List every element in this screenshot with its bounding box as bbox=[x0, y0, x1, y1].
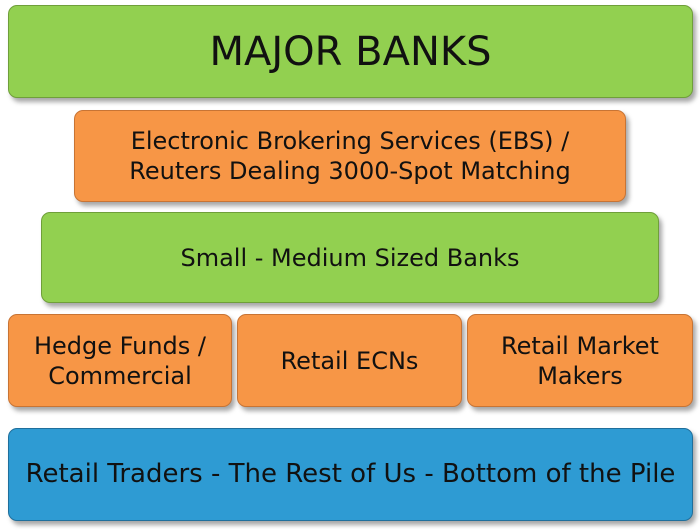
ebs-reuters-label-line2: Reuters Dealing 3000-Spot Matching bbox=[129, 157, 571, 185]
hedge-funds-label-line1: Hedge Funds / bbox=[33, 331, 207, 360]
hedge-funds-box: Hedge Funds / Commercial bbox=[8, 314, 232, 407]
retail-market-makers-label-line1: Retail Market bbox=[501, 331, 659, 360]
ebs-reuters-label-line1: Electronic Brokering Services (EBS) / bbox=[130, 127, 570, 155]
retail-traders-box: Retail Traders - The Rest of Us - Bottom… bbox=[8, 428, 693, 521]
retail-ecns-box: Retail ECNs bbox=[237, 314, 462, 407]
major-banks-label: MAJOR BANKS bbox=[209, 28, 492, 75]
retail-market-makers-box: Retail Market Makers bbox=[467, 314, 693, 407]
small-medium-banks-label: Small - Medium Sized Banks bbox=[180, 243, 520, 272]
ebs-reuters-box: Electronic Brokering Services (EBS) / Re… bbox=[74, 110, 626, 202]
retail-ecns-label: Retail ECNs bbox=[280, 346, 419, 375]
small-medium-banks-box: Small - Medium Sized Banks bbox=[41, 212, 659, 303]
retail-market-makers-label-line2: Makers bbox=[537, 361, 623, 390]
hedge-funds-label-line2: Commercial bbox=[48, 361, 192, 390]
major-banks-box: MAJOR BANKS bbox=[8, 5, 693, 98]
retail-traders-label: Retail Traders - The Rest of Us - Bottom… bbox=[25, 459, 676, 490]
